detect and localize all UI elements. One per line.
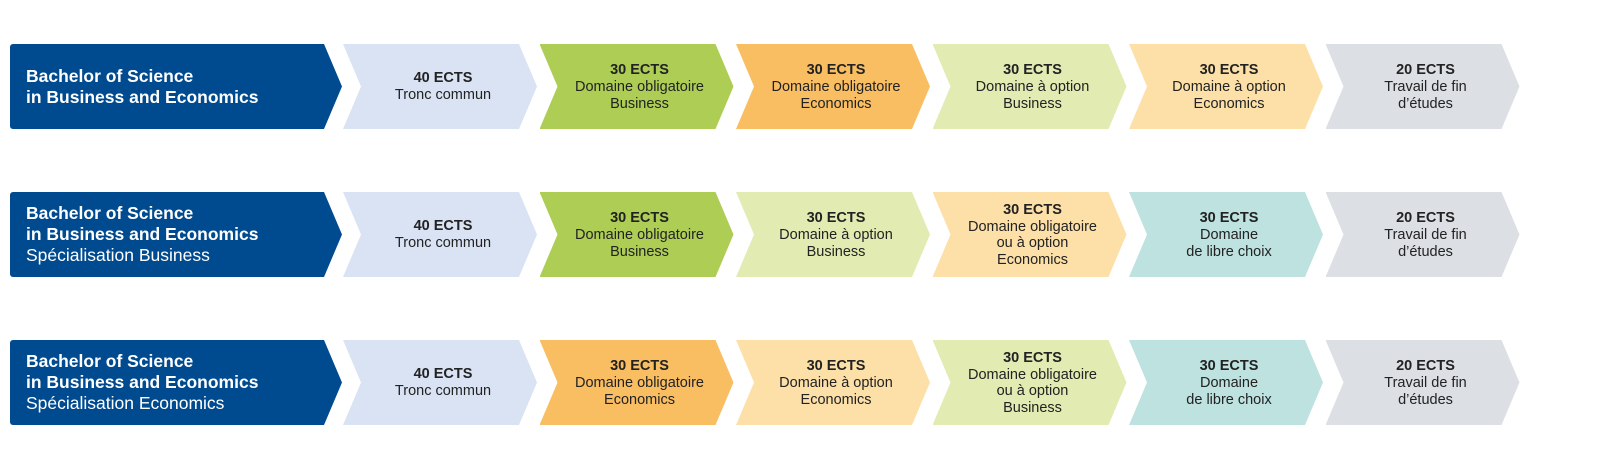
step-label: Domaine à option — [779, 375, 893, 391]
program-row-general: Bachelor of Science in Business and Econ… — [10, 44, 1570, 129]
step-label: de libre choix — [1186, 391, 1272, 408]
step-label: d’études — [1398, 243, 1453, 260]
step-label: Domaine à option — [975, 79, 1090, 95]
step-label: d’études — [1398, 95, 1453, 112]
program-title-line: Bachelor of Science — [26, 203, 194, 223]
ects-value: 40 ECTS — [413, 366, 473, 383]
step-label: Business — [1003, 95, 1062, 112]
step-label: Domaine — [1199, 375, 1259, 391]
step-label: Domaine obligatoire — [575, 375, 704, 391]
step-label: Economics — [800, 95, 872, 112]
program-row-business: Bachelor of Science in Business and Econ… — [10, 192, 1570, 277]
ects-value: 30 ECTS — [1003, 349, 1062, 366]
program-title-line: in Business and Economics — [26, 224, 259, 244]
step-label: Domaine obligatoire — [771, 79, 901, 95]
step-label: Economics — [604, 391, 675, 408]
program-title-arrow: Bachelor of Science in Business and Econ… — [10, 340, 342, 425]
program-row-economics: Bachelor of Science in Business and Econ… — [10, 340, 1570, 425]
step-label: Business — [806, 243, 866, 260]
ects-value: 30 ECTS — [610, 62, 669, 78]
ects-value: 30 ECTS — [1199, 210, 1259, 226]
ects-value: 20 ECTS — [1396, 62, 1455, 78]
ects-value: 30 ECTS — [806, 62, 866, 78]
step-label: Economics — [1193, 95, 1265, 112]
ects-value: 30 ECTS — [806, 358, 866, 374]
ects-value: 40 ECTS — [413, 70, 473, 87]
ects-value: 30 ECTS — [1199, 358, 1259, 374]
step-label: Tronc commun — [394, 235, 492, 252]
step-label: Economics — [800, 391, 872, 408]
step-label: Domaine obligatoire — [575, 227, 704, 243]
ects-value: 30 ECTS — [1199, 62, 1259, 78]
step-label: Tronc commun — [394, 383, 492, 400]
step-label: Business — [610, 243, 669, 260]
step-label: Travail de fin — [1384, 227, 1467, 243]
step-label: Domaine obligatoire — [575, 79, 704, 95]
step-label: Domaine à option — [779, 227, 893, 243]
ects-value: 30 ECTS — [806, 210, 866, 226]
program-specialisation: Spécialisation Economics — [26, 393, 225, 413]
program-title-line: in Business and Economics — [26, 372, 259, 392]
step-label: de libre choix — [1186, 243, 1272, 260]
step-label: ou à option — [996, 383, 1069, 400]
step-label: Business — [610, 95, 669, 112]
ects-value: 30 ECTS — [1003, 201, 1062, 218]
ects-value: 20 ECTS — [1396, 358, 1455, 374]
step-label: Economics — [997, 251, 1068, 268]
step-label: Domaine obligatoire — [968, 218, 1097, 235]
step-label: Domaine — [1199, 227, 1259, 243]
program-title-arrow: Bachelor of Science in Business and Econ… — [10, 192, 342, 277]
step-label: Domaine à option — [1172, 79, 1286, 95]
ects-value: 30 ECTS — [610, 358, 669, 374]
step-label: Business — [1003, 399, 1062, 416]
program-title-line: Bachelor of Science — [26, 65, 194, 86]
ects-value: 40 ECTS — [413, 218, 473, 235]
program-title-line: Bachelor of Science — [26, 351, 194, 371]
program-specialisation: Spécialisation Business — [26, 245, 210, 265]
program-title-arrow: Bachelor of Science in Business and Econ… — [10, 44, 342, 129]
step-label: Tronc commun — [394, 87, 492, 104]
step-label: Travail de fin — [1384, 79, 1467, 95]
ects-value: 20 ECTS — [1396, 210, 1455, 226]
step-label: Travail de fin — [1384, 375, 1467, 391]
program-title-line: in Business and Economics — [26, 86, 259, 107]
step-label: ou à option — [996, 235, 1069, 252]
ects-value: 30 ECTS — [1003, 62, 1062, 78]
ects-value: 30 ECTS — [610, 210, 669, 226]
step-label: d’études — [1398, 391, 1453, 408]
step-label: Domaine obligatoire — [968, 366, 1097, 383]
